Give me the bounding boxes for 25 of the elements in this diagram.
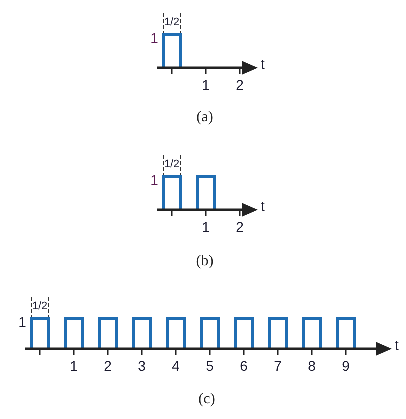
panel-caption: (c) [198,392,216,408]
tick-label: 6 [240,359,248,373]
panel-caption: (b) [196,254,214,270]
tick-label: 2 [236,220,244,234]
tick-label: 1 [202,220,210,234]
tick-label: 4 [172,359,180,373]
tick-label: 5 [206,359,214,373]
tick-label: 3 [138,359,146,373]
tick-label: 1 [70,359,78,373]
tick-label: 9 [342,359,350,373]
amplitude-label: 1 [150,173,158,187]
amplitude-label: 1 [150,31,158,45]
tick-label: 7 [274,359,282,373]
width-label: 1/2 [32,302,48,312]
width-label: 1/2 [164,160,180,170]
axis-label: t [261,57,265,71]
panel-caption: (a) [196,110,214,126]
width-label: 1/2 [164,18,180,28]
tick-label: 2 [236,78,244,92]
tick-label: 1 [202,78,210,92]
tick-label: 8 [308,359,316,373]
tick-label: 2 [104,359,112,373]
amplitude-label: 1 [18,315,26,329]
axis-label: t [261,199,265,213]
axis-label: t [395,338,399,352]
